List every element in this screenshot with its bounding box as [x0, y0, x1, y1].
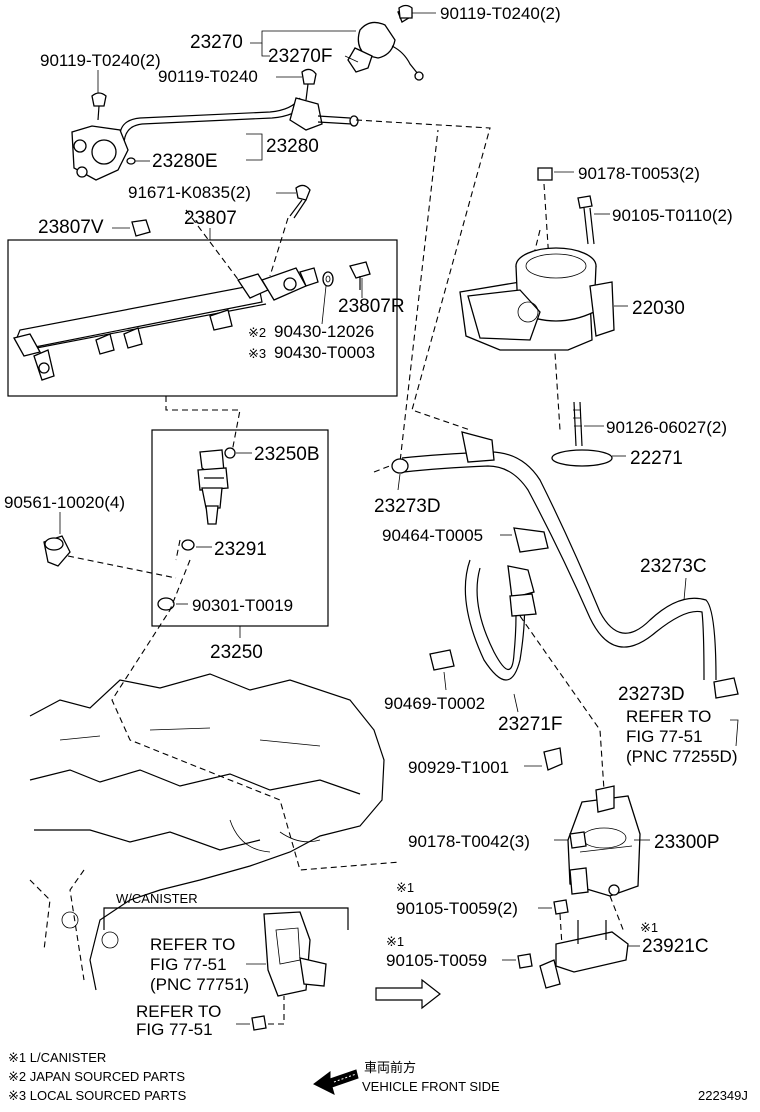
injector-23250 — [197, 449, 229, 525]
front-label-en: VEHICLE FRONT SIDE — [362, 1079, 500, 1094]
hose-23273C — [391, 431, 717, 681]
clip-90929 — [543, 747, 563, 771]
clip-90464 — [513, 527, 549, 553]
front-label-jp: 車両前方 — [364, 1060, 416, 1075]
vehicle-front-arrow-icon — [313, 1069, 359, 1095]
label-23921C: 23921C — [642, 936, 709, 957]
label-90561-10020-4: 90561-10020(4) — [4, 493, 125, 512]
plug-23807V — [131, 219, 151, 237]
label-23273D-lower: 23273D — [618, 684, 685, 705]
ref-fig-3: FIG 77-51 — [136, 1020, 213, 1039]
washer-90430 — [322, 271, 334, 287]
ref-text-1: REFER TO — [626, 707, 711, 726]
label-23250B: 23250B — [254, 444, 320, 465]
ref-text-3: REFER TO — [136, 1002, 221, 1021]
mark-1c: ※1 — [640, 920, 658, 935]
legend-1: ※1 L/CANISTER — [8, 1050, 106, 1065]
label-23807R: 23807R — [338, 296, 405, 317]
diagram-id: 222349J — [698, 1088, 748, 1103]
label-90301-T0019: 90301-T0019 — [192, 596, 293, 615]
clip-23273D-lower — [713, 677, 739, 699]
mark-2: ※2 — [248, 325, 266, 340]
ref-fig-2: FIG 77-51 — [150, 955, 227, 974]
mount-23300P — [567, 785, 641, 897]
label-90430-12026: 90430-12026 — [274, 322, 374, 341]
box-23807 — [7, 239, 398, 397]
bolt-90119-mid — [301, 68, 317, 101]
direction-arrow-right-icon — [375, 978, 441, 1010]
bolt-91671 — [289, 184, 311, 219]
label-90464-T0005: 90464-T0005 — [382, 526, 483, 545]
label-23280: 23280 — [266, 136, 319, 157]
insulator-23291 — [181, 539, 195, 551]
bolt-canister — [251, 1015, 267, 1031]
w-canister-title: W/CANISTER — [116, 891, 198, 906]
engine-block — [29, 673, 385, 991]
label-90178-T0053-2: 90178-T0053(2) — [578, 164, 700, 183]
label-90119-T0240: 90119-T0240 — [158, 67, 258, 86]
label-90430-T0003: 90430-T0003 — [274, 343, 375, 362]
legend-3: ※3 LOCAL SOURCED PARTS — [8, 1088, 187, 1103]
label-90119-T0240-2-top: 90119-T0240(2) — [440, 4, 561, 23]
label-22030: 22030 — [632, 298, 685, 319]
label-23280E: 23280E — [152, 151, 218, 172]
label-22271: 22271 — [630, 448, 683, 469]
label-90126-06027-2: 90126-06027(2) — [606, 418, 727, 437]
label-23270F: 23270F — [268, 46, 332, 67]
bracket-23921C — [539, 920, 629, 989]
bolt-90119-left — [91, 92, 107, 121]
label-23271F: 23271F — [498, 714, 562, 735]
gasket-22271 — [551, 449, 613, 467]
legend-2: ※2 JAPAN SOURCED PARTS — [8, 1069, 185, 1084]
mark-1b: ※1 — [386, 934, 404, 949]
label-90929-T1001: 90929-T1001 — [408, 758, 509, 777]
o-ring-90301 — [157, 597, 175, 611]
nut-90178-lower — [569, 831, 587, 849]
throttle-body-22030 — [459, 247, 615, 351]
label-23273C: 23273C — [640, 556, 707, 577]
canister-bracket — [263, 911, 327, 997]
bolt-90105-top — [577, 195, 595, 245]
fuel-pipe-23280 — [71, 97, 359, 181]
union-bolt-23807R — [349, 261, 371, 290]
label-90105-T0059-2: 90105-T0059(2) — [396, 899, 518, 918]
label-23273D: 23273D — [374, 496, 441, 517]
pulsation-damper-23270 — [347, 7, 424, 81]
bolt-90119-top — [398, 4, 436, 19]
label-23300P: 23300P — [654, 832, 720, 853]
label-90105-T0110-2: 90105-T0110(2) — [612, 206, 733, 225]
delivery-pipe-23807 — [13, 267, 319, 381]
bolt-90178-top — [537, 167, 553, 181]
label-23250: 23250 — [210, 642, 263, 663]
mark-1a: ※1 — [396, 880, 414, 895]
stud-90126 — [573, 401, 583, 447]
hose-23271F — [464, 559, 537, 681]
label-23807: 23807 — [184, 208, 237, 229]
label-90469-T0002: 90469-T0002 — [384, 694, 485, 713]
label-91671-K0835-2: 91671-K0835(2) — [128, 183, 251, 202]
label-90178-T0042-3: 90178-T0042(3) — [408, 832, 530, 851]
bolt-90105-lower — [517, 953, 533, 969]
label-23807V: 23807V — [38, 217, 104, 238]
collar-90561 — [43, 535, 71, 567]
ref-pnc-1: (PNC 77255D) — [626, 747, 738, 766]
label-90105-T0059: 90105-T0059 — [386, 951, 487, 970]
o-ring-23250B — [224, 447, 236, 459]
mark-3: ※3 — [248, 346, 266, 361]
label-23270: 23270 — [190, 32, 243, 53]
clip-90469 — [429, 649, 455, 671]
label-23291: 23291 — [214, 539, 267, 560]
ref-fig-1: FIG 77-51 — [626, 727, 703, 746]
ref-pnc-2: (PNC 77751) — [150, 975, 249, 994]
ref-text-2: REFER TO — [150, 935, 235, 954]
label-90119-T0240-2-left: 90119-T0240(2) — [40, 51, 161, 70]
bolt-90105-mid — [553, 899, 569, 915]
